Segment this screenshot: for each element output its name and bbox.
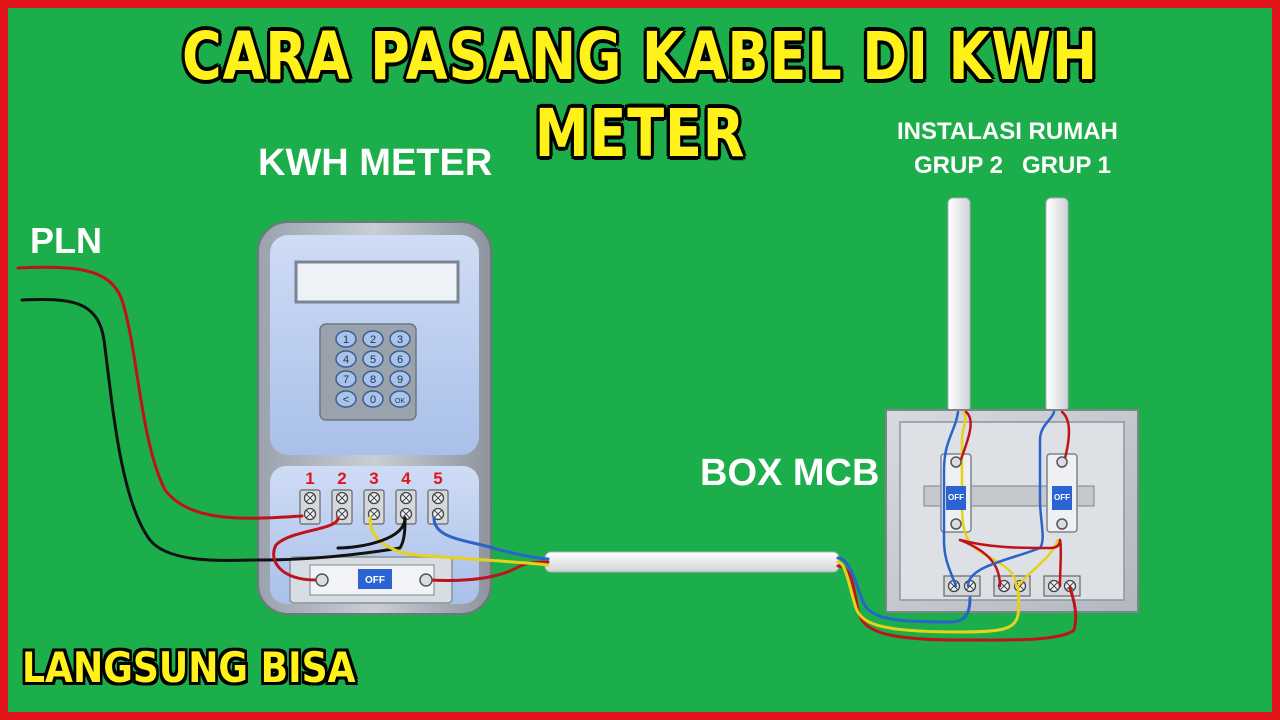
meter-terminal: 5 (427, 469, 449, 525)
keypad-key-label: 8 (370, 374, 376, 386)
keypad-key: 4 (335, 350, 357, 368)
meter-terminal: 2 (331, 469, 353, 525)
keypad: 1 2 3 4 5 6 7 8 9 <0 OK (335, 330, 411, 408)
keypad-key-label: 9 (397, 374, 403, 386)
keypad-key-label: 1 (343, 334, 349, 346)
conduit-pipe-group1 (1045, 197, 1069, 413)
keypad-key: < (335, 390, 357, 408)
label-box-mcb: BOX MCB (700, 452, 880, 494)
keypad-key-label: 4 (343, 354, 349, 366)
terminal-number: 4 (401, 469, 411, 488)
keypad-key-label: 5 (370, 354, 376, 366)
mcb-main-meter: OFF (315, 569, 433, 589)
wire-pln-phase (16, 265, 304, 520)
terminal-number: 3 (369, 469, 378, 488)
conduit-pipe-horizontal (544, 551, 840, 573)
wire-to-box-blue (836, 556, 972, 624)
mcb-box (885, 409, 1139, 613)
wire-box-yellow-g1 (1016, 538, 1060, 588)
mcb-group2-off-label: OFF (948, 493, 964, 502)
wire-meter-out-yellow (368, 516, 550, 567)
keypad-key: 7 (335, 370, 357, 388)
keypad-key-label: 0 (370, 394, 376, 406)
mcb-group1-switch: OFF (1052, 456, 1072, 530)
meter-terminal: 3 (363, 469, 385, 525)
keypad-key-label: 7 (343, 374, 349, 386)
label-kwh-meter: KWH METER (258, 142, 493, 184)
box-terminal (943, 575, 981, 597)
terminal-number: 2 (337, 469, 346, 488)
keypad-key-label: 3 (397, 334, 403, 346)
bottom-tagline: LANGSUNG BISA (22, 643, 356, 692)
keypad-key: 1 (335, 330, 357, 348)
meter-terminal-block: 1 2 3 4 5 (299, 469, 449, 525)
keypad-key: 6 (389, 350, 411, 368)
wire-pln-neutral (20, 298, 407, 562)
keypad-key: 9 (389, 370, 411, 388)
keypad-key: 5 (362, 350, 384, 368)
mcb-group1-off-label: OFF (1054, 493, 1070, 502)
wire-box-blue-g1 (966, 410, 1056, 588)
keypad-key-label: 2 (370, 334, 376, 346)
mcb-main-off-label: OFF (365, 575, 385, 586)
keypad-key-label: < (343, 394, 349, 406)
kwh-meter (257, 221, 492, 615)
wire-meter-to-breaker-red (272, 516, 340, 582)
keypad-key: 3 (389, 330, 411, 348)
label-pln: PLN (30, 220, 102, 261)
wire-to-box-red (836, 564, 1078, 642)
wire-box-blue-g2 (942, 410, 960, 588)
keypad-key: 8 (362, 370, 384, 388)
label-instalasi-rumah: INSTALASI RUMAH (897, 118, 1118, 145)
page-title: CARA PASANG KABEL DI KWH METER (182, 18, 1098, 172)
wire-box-red-g1 (1058, 538, 1063, 588)
wires (16, 265, 1078, 642)
conduit-pipe-group2 (947, 197, 971, 413)
terminal-number: 1 (305, 469, 314, 488)
label-grup-1: GRUP 1 (1022, 152, 1111, 179)
keypad-key-label: OK (395, 398, 405, 405)
wire-to-box-yellow (836, 560, 1021, 634)
meter-display (294, 260, 460, 304)
meter-terminal: 1 (299, 469, 321, 525)
wire-box-red-g2 (958, 538, 1002, 588)
keypad-key: OK (389, 390, 411, 408)
wire-meter-out-blue (432, 516, 550, 561)
terminal-number: 5 (433, 469, 442, 488)
box-terminal (1043, 575, 1081, 597)
keypad-key: 2 (362, 330, 384, 348)
keypad-key-label: 6 (397, 354, 403, 366)
mcb-group2-switch: OFF (946, 456, 966, 530)
wire-box-yellow-g2 (960, 410, 1018, 588)
keypad-key: 0 (362, 390, 384, 408)
wire-breaker-out-red (428, 560, 550, 582)
label-grup-2: GRUP 2 (914, 152, 1003, 179)
